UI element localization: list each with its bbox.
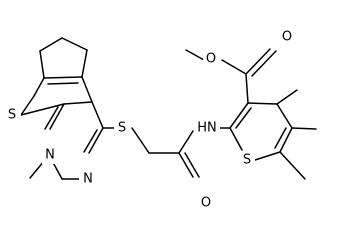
bond	[20, 103, 65, 116]
bond	[279, 151, 306, 180]
pyrimidine-nitrogen-left-label: N	[45, 148, 55, 163]
bond	[44, 106, 59, 130]
pyrimidine-nitrogen-right-label: N	[83, 172, 93, 187]
bond	[276, 103, 293, 129]
bonds	[20, 37, 317, 180]
thioether-sulfur-label: S	[118, 121, 126, 136]
bond	[251, 50, 277, 77]
bond	[245, 48, 271, 75]
ester-single-oxygen-label: O	[206, 52, 216, 67]
bond	[49, 103, 65, 130]
bond	[47, 82, 79, 85]
atom-labels: S N N S HN O O O S	[3, 28, 295, 212]
bond	[291, 127, 317, 130]
molecule-diagram: S N N S HN O O O S	[3, 28, 317, 212]
bond	[88, 127, 104, 154]
bond	[254, 151, 281, 161]
amide-oxygen-label: O	[201, 196, 211, 211]
bond	[184, 152, 200, 178]
right-thiophene-sulfur-label: S	[243, 153, 251, 168]
bond	[131, 127, 150, 154]
bond	[185, 49, 205, 61]
bond	[279, 127, 293, 153]
bond	[39, 37, 63, 52]
bond	[43, 76, 83, 79]
bond	[81, 76, 93, 103]
amide-nh-label: HN	[197, 121, 217, 136]
bond	[221, 59, 247, 75]
bond	[33, 77, 45, 97]
bond	[247, 102, 278, 105]
thiophene-sulfur-label: S	[8, 108, 16, 123]
bond	[276, 89, 298, 105]
bond	[20, 95, 35, 116]
bond	[83, 129, 98, 153]
bond	[178, 130, 194, 154]
bond	[63, 101, 93, 105]
bond	[61, 37, 88, 51]
bond	[229, 102, 249, 129]
bond	[39, 50, 45, 79]
bond	[245, 73, 249, 104]
bond	[178, 152, 194, 178]
bond	[274, 127, 287, 149]
bond	[91, 101, 104, 129]
bond	[81, 49, 88, 78]
bond	[235, 107, 252, 129]
bond	[229, 127, 243, 151]
ester-carbonyl-oxygen-label: O	[282, 30, 292, 45]
